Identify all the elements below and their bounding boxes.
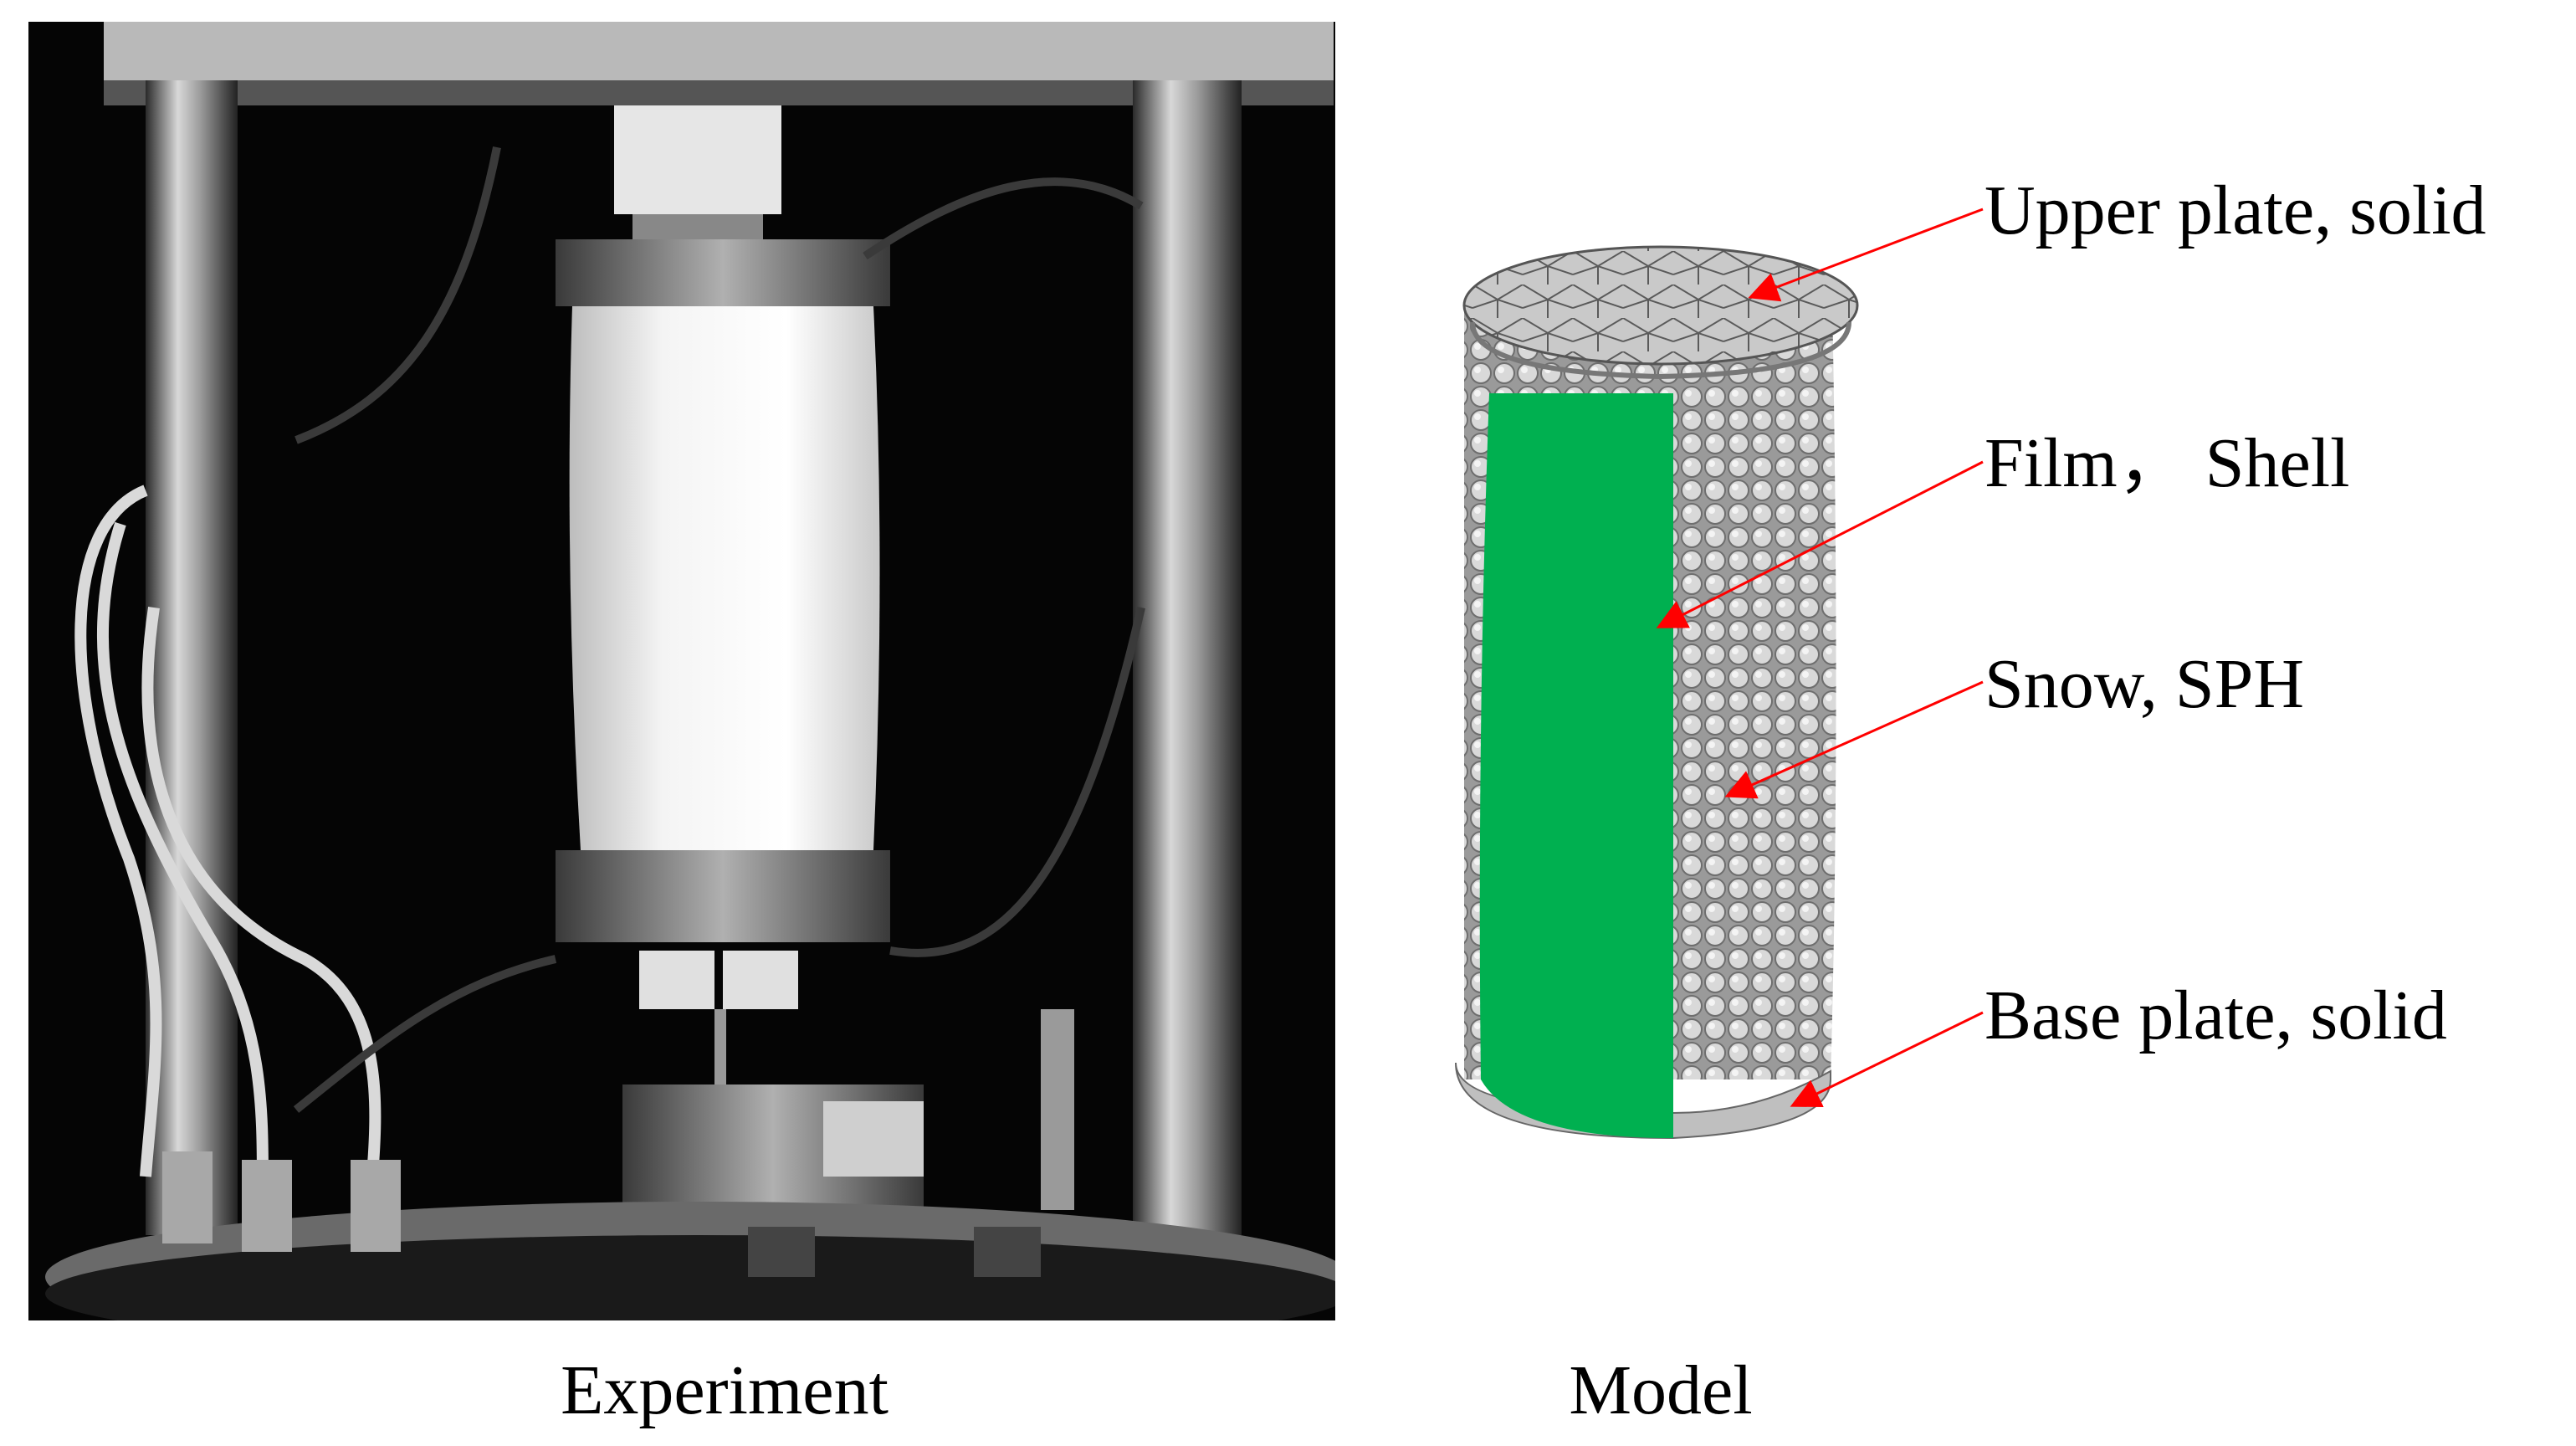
lower-cap	[556, 850, 890, 942]
cables	[74, 485, 382, 1186]
arrow-base-plate	[1790, 1011, 1984, 1107]
caption-experiment: Experiment	[561, 1351, 889, 1429]
triaxial-apparatus-illustration	[45, 22, 1335, 1320]
label-base-plate: Base plate, solid	[1984, 977, 2447, 1054]
model-diagram	[1422, 151, 2576, 1155]
caption-model: Model	[1569, 1351, 1753, 1429]
leader-lines	[1656, 208, 1984, 1107]
arrow-upper-plate	[1748, 208, 1984, 302]
label-upper-plate: Upper plate, solid	[1984, 172, 2486, 249]
frame-rod-right	[1133, 80, 1242, 1235]
top-frame-plate	[104, 22, 1334, 80]
film-shell	[1479, 393, 1673, 1138]
upper-plate-solid	[1462, 245, 1859, 366]
label-snow: Snow, SPH	[1984, 645, 2305, 723]
label-film: Film， Shell	[1984, 424, 2350, 502]
arrow-snow	[1724, 680, 1984, 799]
load-cell-block	[614, 105, 781, 214]
snow-specimen	[569, 306, 880, 850]
cylinder-model-illustration	[1455, 208, 1984, 1140]
upper-cap	[556, 239, 890, 306]
experiment-photo	[28, 22, 1335, 1320]
arrow-film	[1656, 460, 1984, 628]
